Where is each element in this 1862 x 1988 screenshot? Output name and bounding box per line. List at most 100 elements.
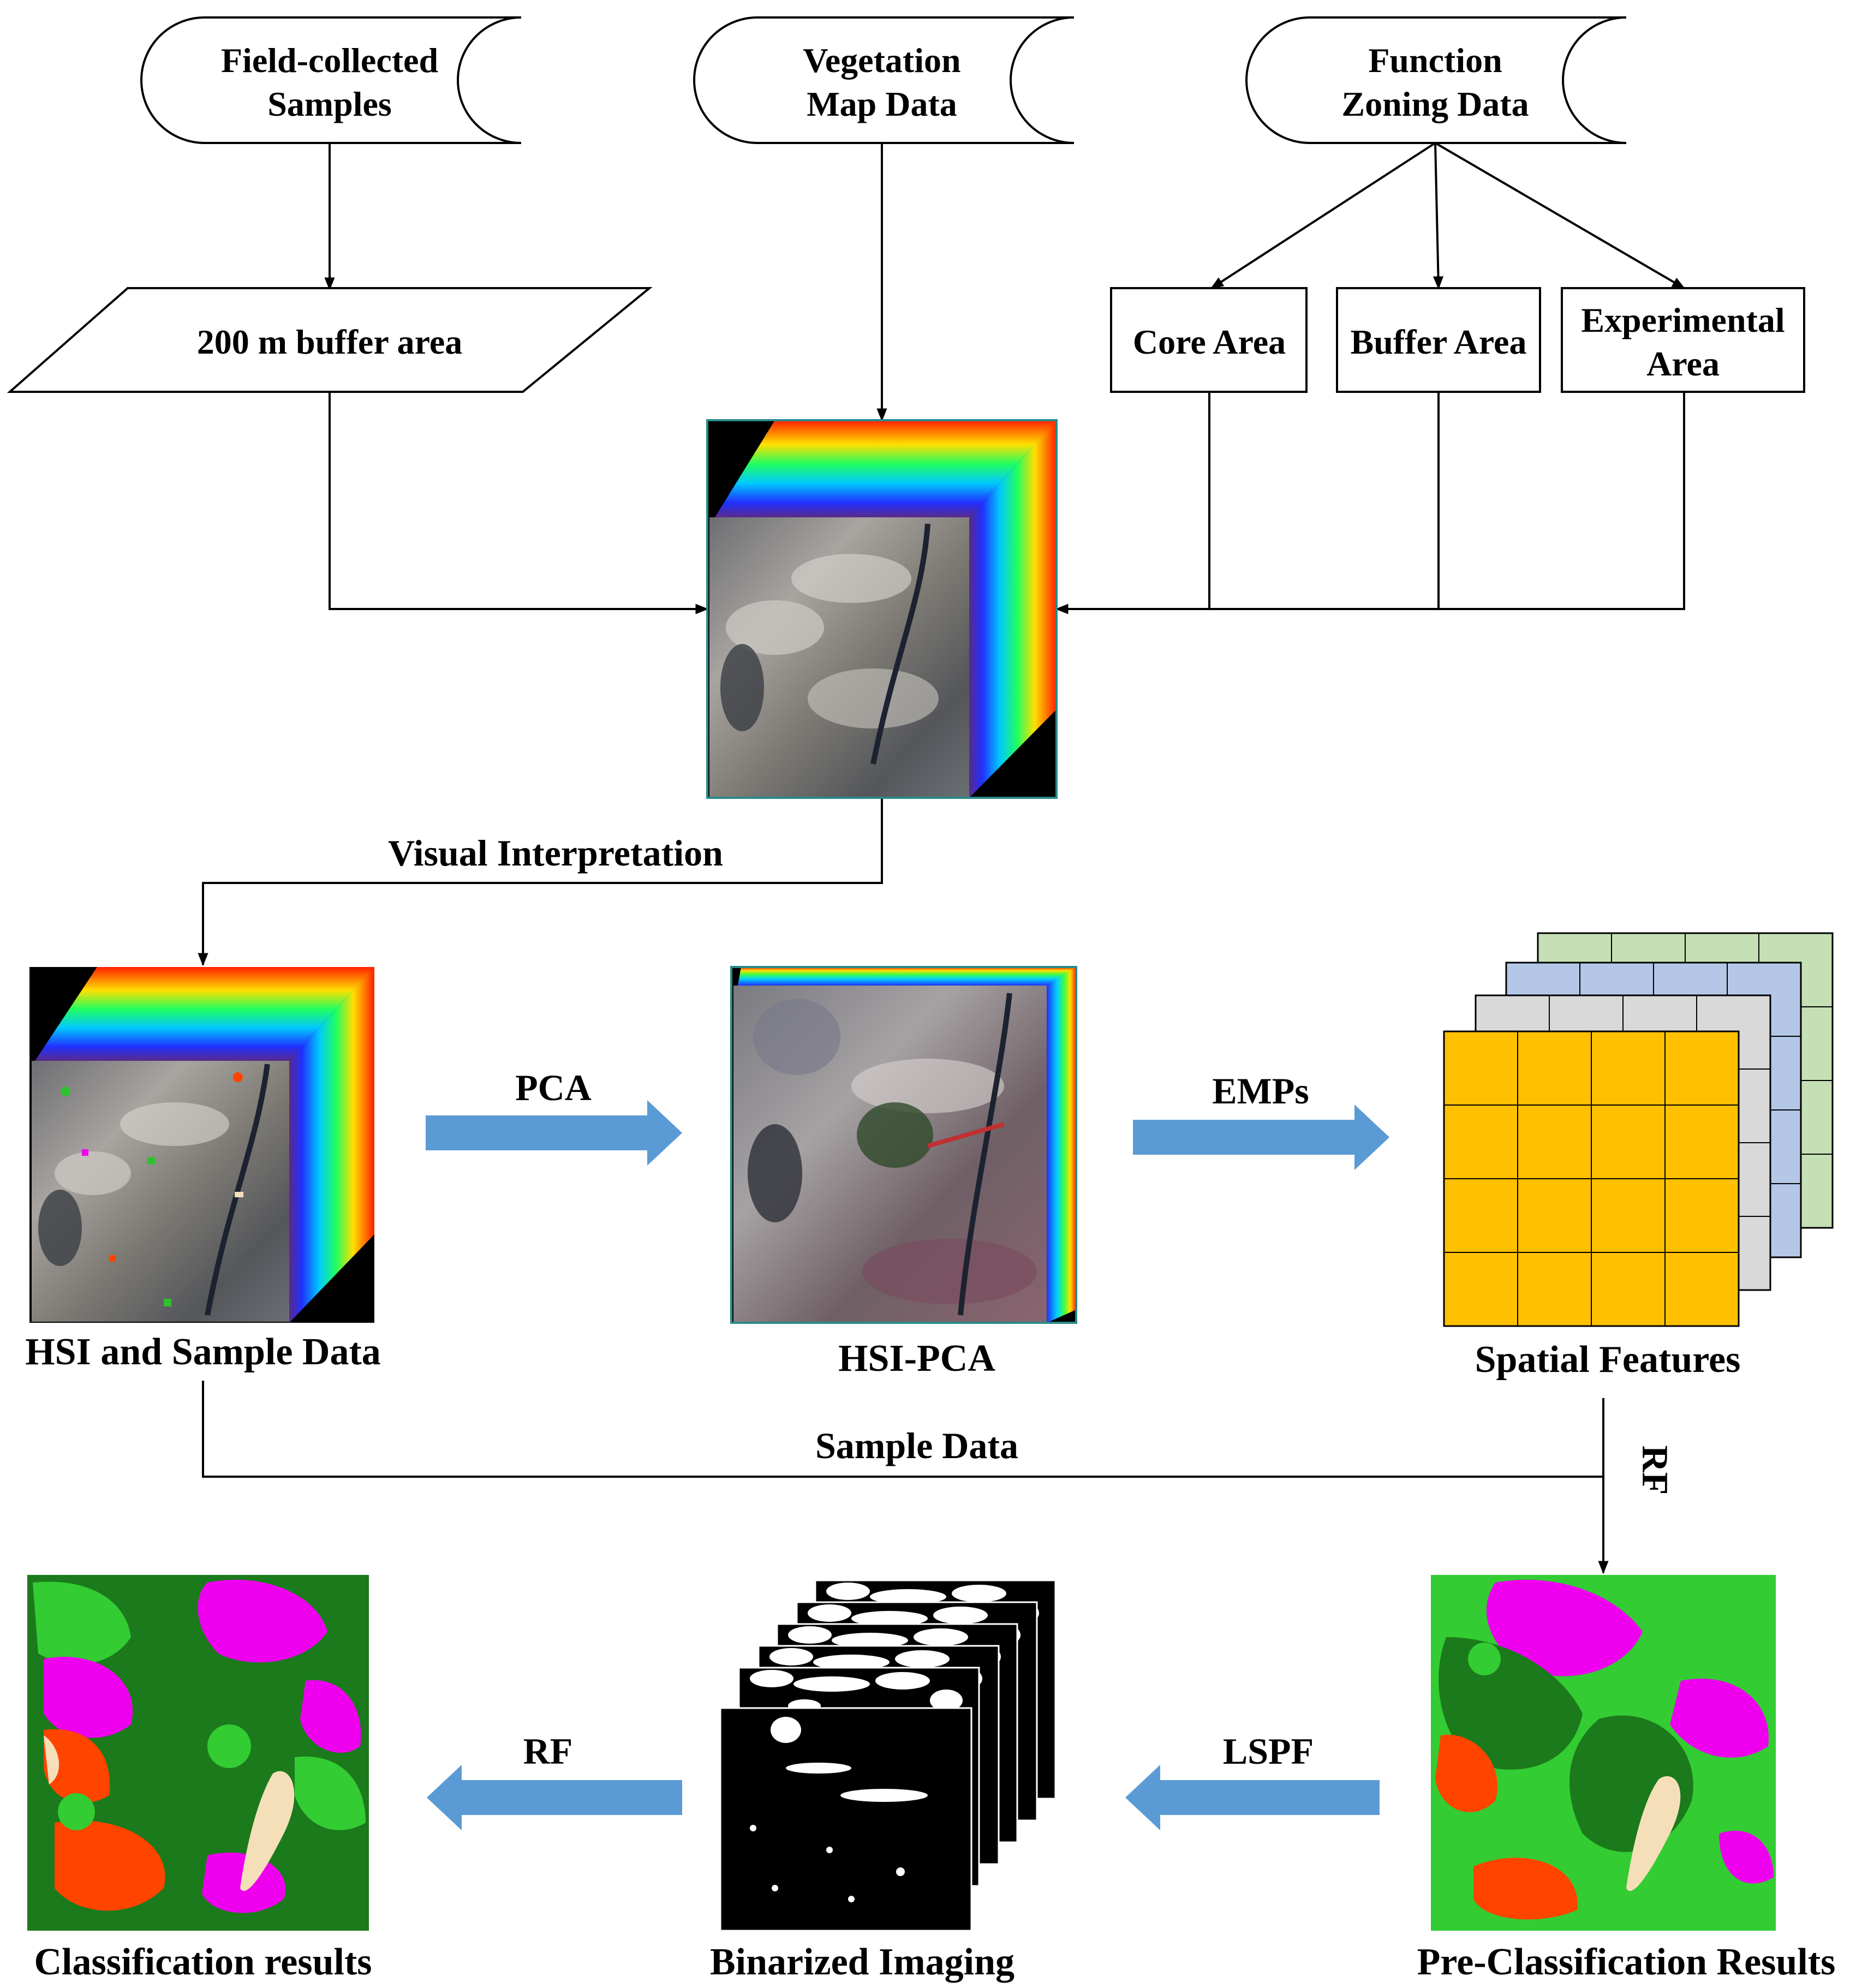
hsi-pca-caption: HSI-PCA	[838, 1338, 995, 1380]
binary-blob	[870, 1589, 946, 1604]
feature-layer	[1443, 1030, 1740, 1327]
stored-data-shape	[140, 16, 522, 144]
binary-blob	[832, 1633, 908, 1648]
visual-interpretation-label: Visual Interpretation	[388, 832, 723, 874]
data-source-field-samples: Field-collected Samples	[140, 16, 522, 144]
binary-blob	[772, 1885, 778, 1891]
hsi-pca-cube-image	[730, 966, 1077, 1324]
sample-point	[147, 1157, 155, 1165]
zone-label-line1: Experimental	[1581, 301, 1785, 339]
binary-blob	[793, 1676, 870, 1692]
pre-classification-caption: Pre-Classification Results	[1417, 1941, 1836, 1983]
zone-label: Buffer Area	[1351, 323, 1527, 361]
connector-sample-data	[202, 1381, 1603, 1478]
source-line1: Vegetation	[803, 41, 960, 80]
sample-point	[164, 1299, 171, 1306]
sample-point	[82, 1149, 88, 1156]
pca-arrow	[426, 1100, 682, 1166]
cube-border	[706, 419, 1058, 799]
sample-data-label: Sample Data	[815, 1425, 1018, 1466]
zone-experimental-area: Experimental Area	[1561, 287, 1805, 393]
emps-label: EMPs	[1212, 1070, 1309, 1112]
terrain-patch	[851, 1059, 1004, 1113]
rf-label: RF	[523, 1730, 573, 1772]
class-region	[44, 1735, 59, 1784]
connectors	[198, 142, 1686, 1574]
sample-point	[235, 1192, 243, 1197]
class-region	[58, 1793, 95, 1830]
rf-arrow	[427, 1765, 682, 1830]
hsi-cube-image	[706, 419, 1058, 799]
terrain-patch	[38, 1190, 82, 1266]
binary-blob	[933, 1607, 988, 1624]
class-region	[1670, 1679, 1769, 1758]
binary-blob	[851, 1611, 928, 1626]
cube-top-face	[738, 967, 1076, 986]
class-region	[1719, 1830, 1774, 1884]
terrain-patch	[857, 1102, 933, 1168]
class-region	[300, 1680, 361, 1753]
emps-arrow	[1133, 1105, 1389, 1170]
binary-blob	[896, 1867, 905, 1876]
binary-blob	[786, 1763, 851, 1774]
binary-blob	[826, 1847, 833, 1853]
class-region	[198, 1579, 327, 1663]
classification-results-map	[27, 1575, 369, 1931]
binary-blob	[750, 1670, 793, 1687]
class-region	[1435, 1734, 1497, 1812]
source-line1: Function	[1368, 41, 1502, 80]
cube-top-face	[35, 967, 374, 1061]
zone-core-area: Core Area	[1110, 287, 1308, 393]
terrain-patch	[791, 554, 911, 603]
connector-zoning-to-experimental	[1434, 142, 1686, 289]
cube-top-face	[715, 420, 1057, 517]
zone-label: Core Area	[1133, 323, 1286, 361]
connector-zoning-to-buffer-area	[1433, 142, 1444, 290]
source-line2: Samples	[267, 85, 392, 123]
lspf-label: LSPF	[1223, 1730, 1314, 1772]
terrain-patch	[720, 644, 764, 731]
binary-blob	[808, 1604, 851, 1622]
terrain-river	[958, 993, 1012, 1316]
lspf-arrow	[1125, 1765, 1380, 1830]
class-region	[44, 1657, 133, 1738]
sample-point	[233, 1072, 243, 1082]
pca-label: PCA	[515, 1067, 592, 1108]
class-region	[240, 1771, 295, 1891]
stored-data-shape	[693, 16, 1075, 144]
terrain-river	[205, 1064, 270, 1316]
zone-box	[1336, 287, 1541, 393]
terrain-patch	[862, 1239, 1037, 1304]
zone-buffer-area: Buffer Area	[1336, 287, 1541, 393]
class-region	[207, 1724, 251, 1768]
binary-blob	[895, 1650, 950, 1668]
terrain-patch	[808, 668, 939, 729]
source-line2: Map Data	[807, 85, 957, 123]
cube-front-face	[32, 1061, 289, 1322]
terrain-patch	[726, 600, 824, 655]
class-region	[1626, 1776, 1681, 1891]
rf-vertical-label: RF	[1634, 1446, 1676, 1495]
source-line1: Field-collected	[221, 41, 438, 80]
class-region	[1486, 1579, 1643, 1676]
binary-blob	[788, 1626, 832, 1644]
class-region	[295, 1756, 366, 1830]
hsi-sample-caption: HSI and Sample Data	[25, 1331, 381, 1373]
terrain-feature	[927, 1122, 1005, 1148]
binary-blob	[952, 1585, 1006, 1602]
binary-blob	[914, 1628, 968, 1646]
binary-blob	[769, 1648, 813, 1665]
terrain-patch	[753, 999, 840, 1075]
sample-point	[61, 1086, 70, 1096]
zone-box	[1110, 287, 1308, 393]
binary-blob	[813, 1655, 890, 1670]
connector-experimental-to-hsi	[1055, 392, 1685, 614]
binary-blob	[840, 1789, 928, 1802]
binary-frame	[719, 1707, 972, 1932]
terrain-patch	[55, 1151, 131, 1195]
buffer-area-label: 200 m buffer area	[197, 323, 462, 361]
stored-data-shape	[1245, 16, 1627, 144]
binary-blob	[875, 1672, 930, 1689]
binary-blob	[930, 1689, 963, 1711]
